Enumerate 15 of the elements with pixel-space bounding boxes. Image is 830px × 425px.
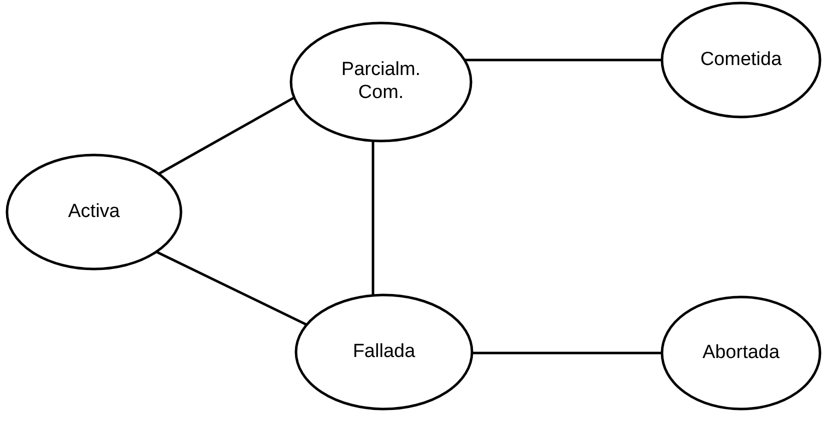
state-ellipse (662, 3, 820, 117)
state-label: Abortada (702, 342, 780, 364)
state-label: Parcialm. Com. (340, 59, 422, 105)
state-ellipse (296, 295, 472, 409)
state-label: Fallada (352, 340, 416, 364)
state-label: Activa (68, 200, 120, 224)
state-ellipse (7, 155, 181, 269)
state-label: Cometida (700, 48, 782, 72)
state-ellipse (291, 23, 471, 141)
state-ellipse (662, 297, 820, 409)
connector-line (372, 140, 374, 296)
connector-line (156, 250, 308, 326)
connector-line (158, 96, 295, 175)
connector-line (472, 352, 662, 354)
connector-line (464, 58, 662, 62)
